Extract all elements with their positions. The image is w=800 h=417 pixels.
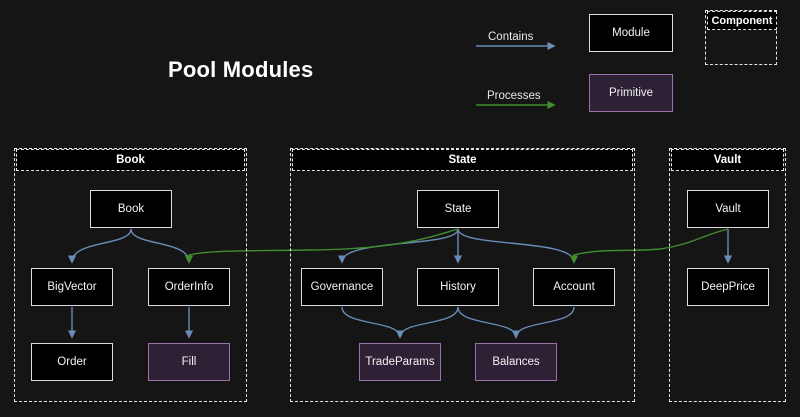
group-vault <box>669 148 786 402</box>
node-fill[interactable]: Fill <box>148 343 230 381</box>
node-history[interactable]: History <box>417 268 499 306</box>
legend-contains-label: Contains <box>488 31 534 43</box>
legend-arrow-icons <box>476 41 556 110</box>
group-state-label: State <box>292 149 633 171</box>
legend-component-box <box>705 10 777 65</box>
node-bigvector[interactable]: BigVector <box>31 268 113 306</box>
group-state <box>290 148 635 402</box>
node-book[interactable]: Book <box>90 190 172 228</box>
node-balances[interactable]: Balances <box>475 343 557 381</box>
legend-module-box: Module <box>589 14 673 52</box>
node-account[interactable]: Account <box>533 268 615 306</box>
legend-component-label: Component <box>707 11 777 30</box>
node-deepprice[interactable]: DeepPrice <box>687 268 769 306</box>
node-vault[interactable]: Vault <box>687 190 769 228</box>
node-tradeparams[interactable]: TradeParams <box>359 343 441 381</box>
node-orderinfo[interactable]: OrderInfo <box>148 268 230 306</box>
legend-processes-label: Processes <box>487 90 541 102</box>
group-book-label: Book <box>16 149 245 171</box>
node-order[interactable]: Order <box>31 343 113 381</box>
node-governance[interactable]: Governance <box>301 268 383 306</box>
legend-primitive-box: Primitive <box>589 74 673 112</box>
group-vault-label: Vault <box>671 149 784 171</box>
group-book <box>14 148 247 402</box>
node-state[interactable]: State <box>417 190 499 228</box>
page-title: Pool Modules <box>168 57 314 82</box>
